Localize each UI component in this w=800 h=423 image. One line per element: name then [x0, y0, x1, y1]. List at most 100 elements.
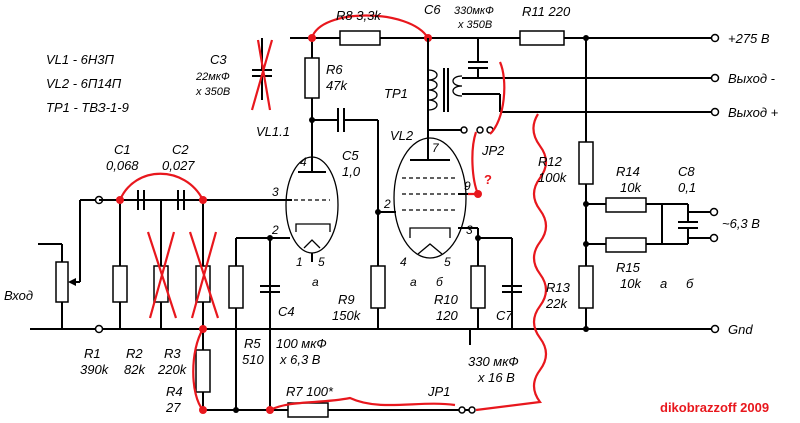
r12-resistor: [578, 141, 594, 185]
r5-name: R5: [244, 336, 261, 351]
gnd-label: Gnd: [728, 322, 753, 337]
r11-label: R11 220: [522, 4, 571, 19]
r5-value: 510: [242, 352, 264, 367]
out-minus-terminal: [710, 73, 720, 83]
b-plus-terminal: [710, 33, 720, 43]
input-ground-node: [94, 324, 104, 334]
r1-value: 390k: [80, 362, 110, 377]
r5-resistor: [228, 265, 244, 309]
r3-value: 220k: [157, 362, 188, 377]
heater-terminal-a: [709, 207, 719, 217]
pin-vl2-9: 9: [464, 179, 471, 193]
mod-cross-r2: [146, 231, 178, 319]
c3-volt: x 350В: [195, 86, 230, 98]
r13-name: R13: [546, 280, 571, 295]
r2-value: 82k: [124, 362, 146, 377]
c2-name: C2: [172, 142, 189, 157]
tr1-primary: [427, 69, 438, 111]
r11-resistor: [519, 30, 565, 46]
c3-value: 22мкФ: [195, 71, 230, 83]
r13-value: 22k: [545, 296, 568, 311]
r4-resistor: [195, 349, 211, 393]
pin-vl2-b: б: [436, 275, 444, 289]
r13-resistor: [578, 265, 594, 309]
r10-value: 120: [436, 308, 458, 323]
out-plus-label: Выход +: [728, 105, 779, 120]
pin-vl1-3: 3: [272, 185, 279, 199]
r9-resistor: [370, 265, 386, 309]
heater-pin-a: а: [660, 276, 667, 291]
r4-value: 27: [165, 400, 181, 415]
vl2-pentode: [393, 137, 467, 259]
c5-name: C5: [342, 148, 359, 163]
r6-name: R6: [326, 62, 343, 77]
b-plus-label: +275 В: [728, 31, 770, 46]
jp1-pin: [468, 406, 476, 414]
r6-value: 47k: [326, 78, 348, 93]
heater-terminal-b: [709, 233, 719, 243]
input-label: Вход: [4, 288, 33, 303]
parts-tr1: TP1 - ТВЗ-1-9: [46, 100, 129, 115]
c7-value: 330 мкФ: [468, 354, 519, 369]
r9-name: R9: [338, 292, 355, 307]
mod-r8-arc: [310, 14, 429, 39]
c1-value: 0,068: [106, 158, 139, 173]
question-mark: ?: [484, 172, 492, 187]
r2-name: R2: [126, 346, 143, 361]
mod-wavy-link: [475, 113, 548, 412]
r10-resistor: [470, 265, 486, 309]
r12-value: 100k: [538, 170, 568, 185]
r8-label: R8 3,3k: [336, 8, 382, 23]
pin-vl2-a: а: [410, 275, 417, 289]
pin-vl2-2: 2: [383, 197, 391, 211]
r9-value: 150k: [332, 308, 362, 323]
r15-resistor: [605, 237, 647, 253]
c6-name: C6: [424, 2, 441, 17]
r15-value: 10k: [620, 276, 642, 291]
r1-name: R1: [84, 346, 101, 361]
r3-name: R3: [164, 346, 181, 361]
r15-name: R15: [616, 260, 641, 275]
r14-resistor: [605, 197, 647, 213]
c4-name: C4: [278, 304, 295, 319]
r4-name: R4: [166, 384, 183, 399]
r10-name: R10: [434, 292, 459, 307]
r7-resistor: [287, 402, 329, 418]
c8-name: C8: [678, 164, 695, 179]
c2-value: 0,027: [162, 158, 195, 173]
pin-vl1-4: 4: [300, 155, 307, 169]
c3-name: C3: [210, 52, 227, 67]
c6-volt: x 350В: [457, 19, 492, 31]
tp1-label: TP1: [384, 86, 408, 101]
author-signature: dikobrazzoff 2009: [660, 400, 769, 415]
c6-value: 330мкФ: [454, 5, 494, 17]
mod-bypass-arc: [118, 172, 204, 201]
r7-label: R7 100*: [286, 384, 334, 399]
pin-vl1-5: 5: [318, 255, 325, 269]
r12-name: R12: [538, 154, 563, 169]
jp2-label: JP2: [481, 143, 505, 158]
pin-vl2-5: 5: [444, 255, 451, 269]
parts-vl2: VL2 - 6П14П: [46, 76, 122, 91]
out-minus-label: Выход -: [728, 71, 776, 86]
volume-pot: [55, 261, 69, 303]
r1-resistor: [112, 265, 128, 303]
jp1-label: JP1: [427, 384, 450, 399]
pin-vl1-2: 2: [271, 223, 279, 237]
r14-name: R14: [616, 164, 640, 179]
c7-volt: x 16 В: [477, 370, 515, 385]
pin-vl2-4: 4: [400, 255, 407, 269]
pin-vl1-1: 1: [296, 255, 303, 269]
r14-value: 10k: [620, 180, 642, 195]
r8-resistor: [339, 30, 381, 46]
pin-vl2-3: 3: [466, 223, 473, 237]
c4-value: 100 мкФ: [276, 336, 327, 351]
c4-volt: x 6,3 В: [279, 352, 321, 367]
heater-label: ~6,3 В: [722, 216, 760, 231]
mod-cross-c3: [250, 39, 274, 111]
mod-cross-r3: [188, 231, 220, 319]
c1-name: C1: [114, 142, 131, 157]
tr1-secondary: [452, 75, 463, 97]
